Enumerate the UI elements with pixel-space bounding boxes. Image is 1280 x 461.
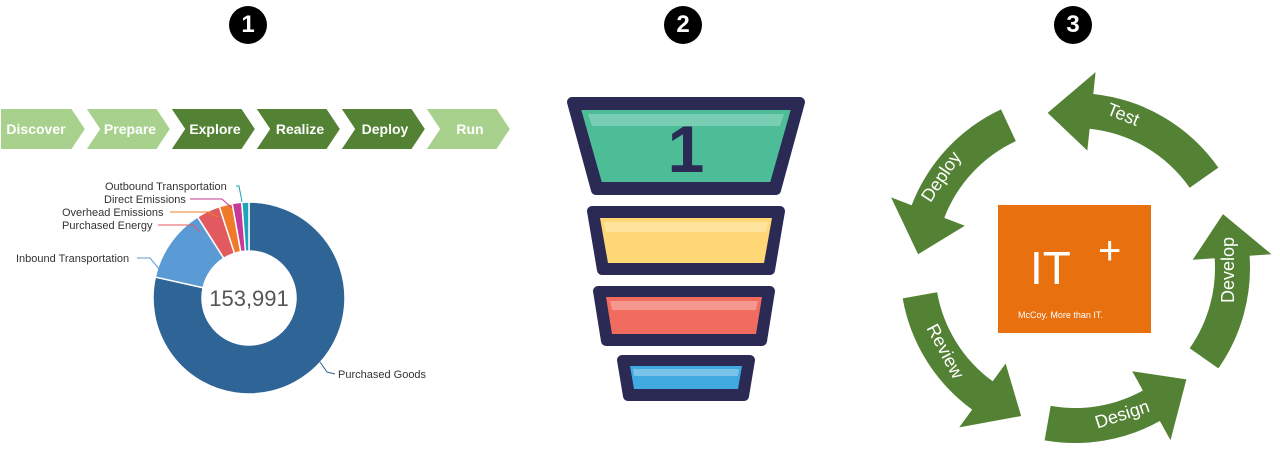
chevron-run [423,107,513,151]
chevron-label-realize: Realize [276,121,324,137]
logo-it-text: IT [1030,242,1071,294]
emissions-donut-chart [152,201,346,395]
cycle-label-develop: Develop [1218,237,1238,303]
leader-line-direct [190,198,233,209]
funnel-tier-1 [567,97,805,195]
step-badge-3: 3 [1054,6,1092,44]
donut-center-value: 153,991 [209,286,289,311]
donut-slice-purchased-goods [152,201,346,395]
funnel-tier-3 [593,286,775,346]
step-badge-1: 1 [229,6,267,44]
chevron-prepare [83,107,173,151]
leader-line-inbound [137,257,161,271]
chevron-label-deploy: Deploy [362,121,409,137]
funnel-graphic: 1 [567,97,805,401]
chevron-label-prepare: Prepare [104,121,156,137]
leader-line-outbound [236,185,243,203]
label-purchased-energy: Purchased Energy [62,220,153,232]
leader-line-purchased-goods [319,361,336,375]
chevron-label-discover: Discover [6,121,66,137]
logo-tagline: McCoy. More than IT. [1018,310,1103,320]
cycle-arrow-develop [1189,214,1272,369]
cycle-arrow-review [902,292,1022,428]
funnel-number: 1 [668,112,705,186]
leader-line-overhead [170,211,219,218]
chevron-label-explore: Explore [189,121,241,137]
funnel-tier-4 [617,355,755,401]
process-chevron-bar: Discover Prepare Explore Realize Deploy Run [0,107,513,151]
chevron-deploy [338,107,428,151]
mccoy-it-logo: IT + McCoy. More than IT. [998,205,1151,333]
chevron-label-run: Run [456,121,483,137]
leader-line-energy [158,224,201,233]
cycle-arrow-design [1044,371,1187,443]
label-inbound-transportation: Inbound Transportation [16,253,129,265]
label-outbound-transportation: Outbound Transportation [105,181,227,193]
cycle-arrow-deploy [891,109,1016,255]
step-badge-2: 2 [664,6,702,44]
label-purchased-goods: Purchased Goods [338,369,427,381]
funnel-tier-2 [587,206,785,275]
lifecycle-arrow-ring [891,72,1272,443]
chevron-explore [168,107,258,151]
donut-slice-outbound-transportation [240,201,250,252]
chevron-realize [253,107,343,151]
cycle-arrow-test [1047,72,1219,188]
label-direct-emissions: Direct Emissions [104,194,186,206]
logo-plus-icon: + [1098,229,1121,273]
chevron-discover [0,107,88,151]
label-overhead-emissions: Overhead Emissions [62,207,164,219]
